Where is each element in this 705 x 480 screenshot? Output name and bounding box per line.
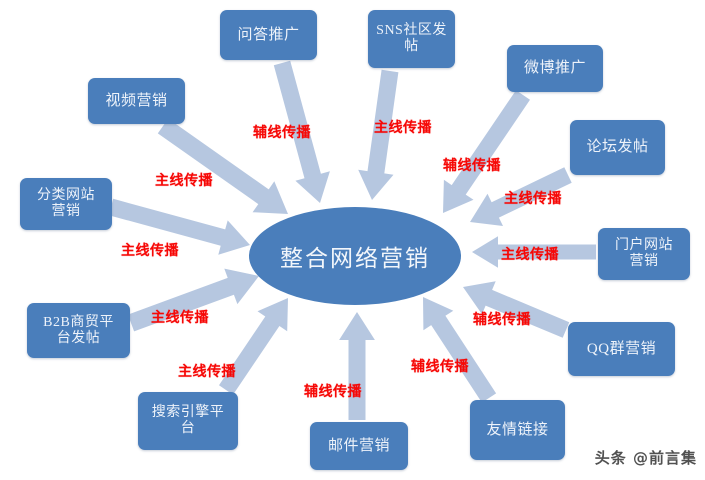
arrow-search-engine-platform xyxy=(219,298,288,395)
edge-label-friendly-link: 辅线传播 xyxy=(411,360,469,375)
center-node-label: 整合网络营销 xyxy=(280,246,430,271)
arrow-classified-site-marketing xyxy=(108,198,250,255)
edge-label-classified-site-marketing: 主线传播 xyxy=(121,244,179,259)
node-qq-group-marketing[interactable]: QQ群营销 xyxy=(568,322,675,376)
node-label: 视频营销 xyxy=(105,93,167,110)
arrow-friendly-link xyxy=(423,297,497,403)
node-label-line: QQ群营销 xyxy=(586,340,657,357)
arrow-sns-community-post xyxy=(358,69,399,200)
node-label: QQ群营销 xyxy=(587,341,656,358)
node-friendly-link[interactable]: 友情链接 xyxy=(470,400,565,460)
node-qa-promotion[interactable]: 问答推广 xyxy=(220,10,317,60)
node-label-line: 邮件营销 xyxy=(327,437,390,454)
node-label-line: SNS社区发 xyxy=(376,23,447,39)
node-label-line: 台 xyxy=(180,421,196,436)
edge-label-email-marketing: 辅线传播 xyxy=(304,385,362,400)
node-portal-site-marketing[interactable]: 门户网站营销 xyxy=(598,228,690,280)
node-label-line: 分类网站 xyxy=(37,188,95,204)
node-sns-community-post[interactable]: SNS社区发帖 xyxy=(368,10,455,68)
node-forum-post[interactable]: 论坛发帖 xyxy=(570,120,665,175)
edge-label-qq-group-marketing: 辅线传播 xyxy=(473,313,531,328)
edge-label-sns-community-post: 主线传播 xyxy=(374,121,432,136)
edge-label-portal-site-marketing: 主线传播 xyxy=(501,248,559,263)
edge-label-search-engine-platform: 主线传播 xyxy=(178,365,236,380)
arrow-qq-group-marketing xyxy=(463,281,570,338)
edge-label-video-marketing: 主线传播 xyxy=(155,174,213,189)
node-label-line: 台发帖 xyxy=(56,330,101,346)
node-label: SNS社区发帖 xyxy=(376,23,447,54)
node-label: B2B商贸平台发帖 xyxy=(43,315,114,346)
node-label: 微博推广 xyxy=(524,60,586,77)
node-label: 问答推广 xyxy=(237,27,299,44)
arrow-b2b-trade-platform-post xyxy=(127,268,260,332)
arrow-qa-promotion xyxy=(273,60,330,203)
node-label: 分类网站营销 xyxy=(37,188,95,219)
center-node-integrated-network-marketing[interactable]: 整合网络营销 xyxy=(249,207,461,305)
node-label-line: 帖 xyxy=(404,39,419,54)
node-label-line: 友情链接 xyxy=(486,421,549,438)
node-label: 门户网站营销 xyxy=(615,238,673,269)
node-label-line: 问答推广 xyxy=(237,26,300,43)
node-email-marketing[interactable]: 邮件营销 xyxy=(310,422,408,470)
node-label-line: 论坛发帖 xyxy=(586,139,649,156)
node-label-line: B2B商贸平 xyxy=(43,314,114,330)
arrow-portal-site-marketing xyxy=(472,236,596,268)
node-label-line: 视频营销 xyxy=(105,92,168,109)
node-label-line: 营销 xyxy=(629,254,659,269)
edge-label-forum-post: 主线传播 xyxy=(504,192,562,207)
node-classified-site-marketing[interactable]: 分类网站营销 xyxy=(20,178,112,230)
node-search-engine-platform[interactable]: 搜索引擎平台 xyxy=(138,392,238,450)
node-label: 邮件营销 xyxy=(328,438,390,455)
node-label-line: 营销 xyxy=(51,204,81,219)
arrow-email-marketing xyxy=(339,312,375,420)
edge-label-qa-promotion: 辅线传播 xyxy=(253,126,311,141)
node-video-marketing[interactable]: 视频营销 xyxy=(88,78,185,124)
node-label: 搜索引擎平台 xyxy=(152,405,225,436)
node-label-line: 搜索引擎平 xyxy=(151,405,225,421)
watermark: 头条 @前言集 xyxy=(594,449,697,467)
arrow-weibo-promotion xyxy=(443,90,530,213)
node-label-line: 微博推广 xyxy=(523,60,586,77)
node-label-line: 门户网站 xyxy=(615,238,673,254)
node-label: 友情链接 xyxy=(486,422,548,439)
arrow-video-marketing xyxy=(157,118,288,214)
node-weibo-promotion[interactable]: 微博推广 xyxy=(507,45,603,92)
node-label: 论坛发帖 xyxy=(586,139,648,156)
edge-label-weibo-promotion: 辅线传播 xyxy=(443,159,501,174)
edge-label-b2b-trade-platform-post: 主线传播 xyxy=(151,311,209,326)
arrow-forum-post xyxy=(470,167,572,226)
node-b2b-trade-platform-post[interactable]: B2B商贸平台发帖 xyxy=(27,303,130,358)
